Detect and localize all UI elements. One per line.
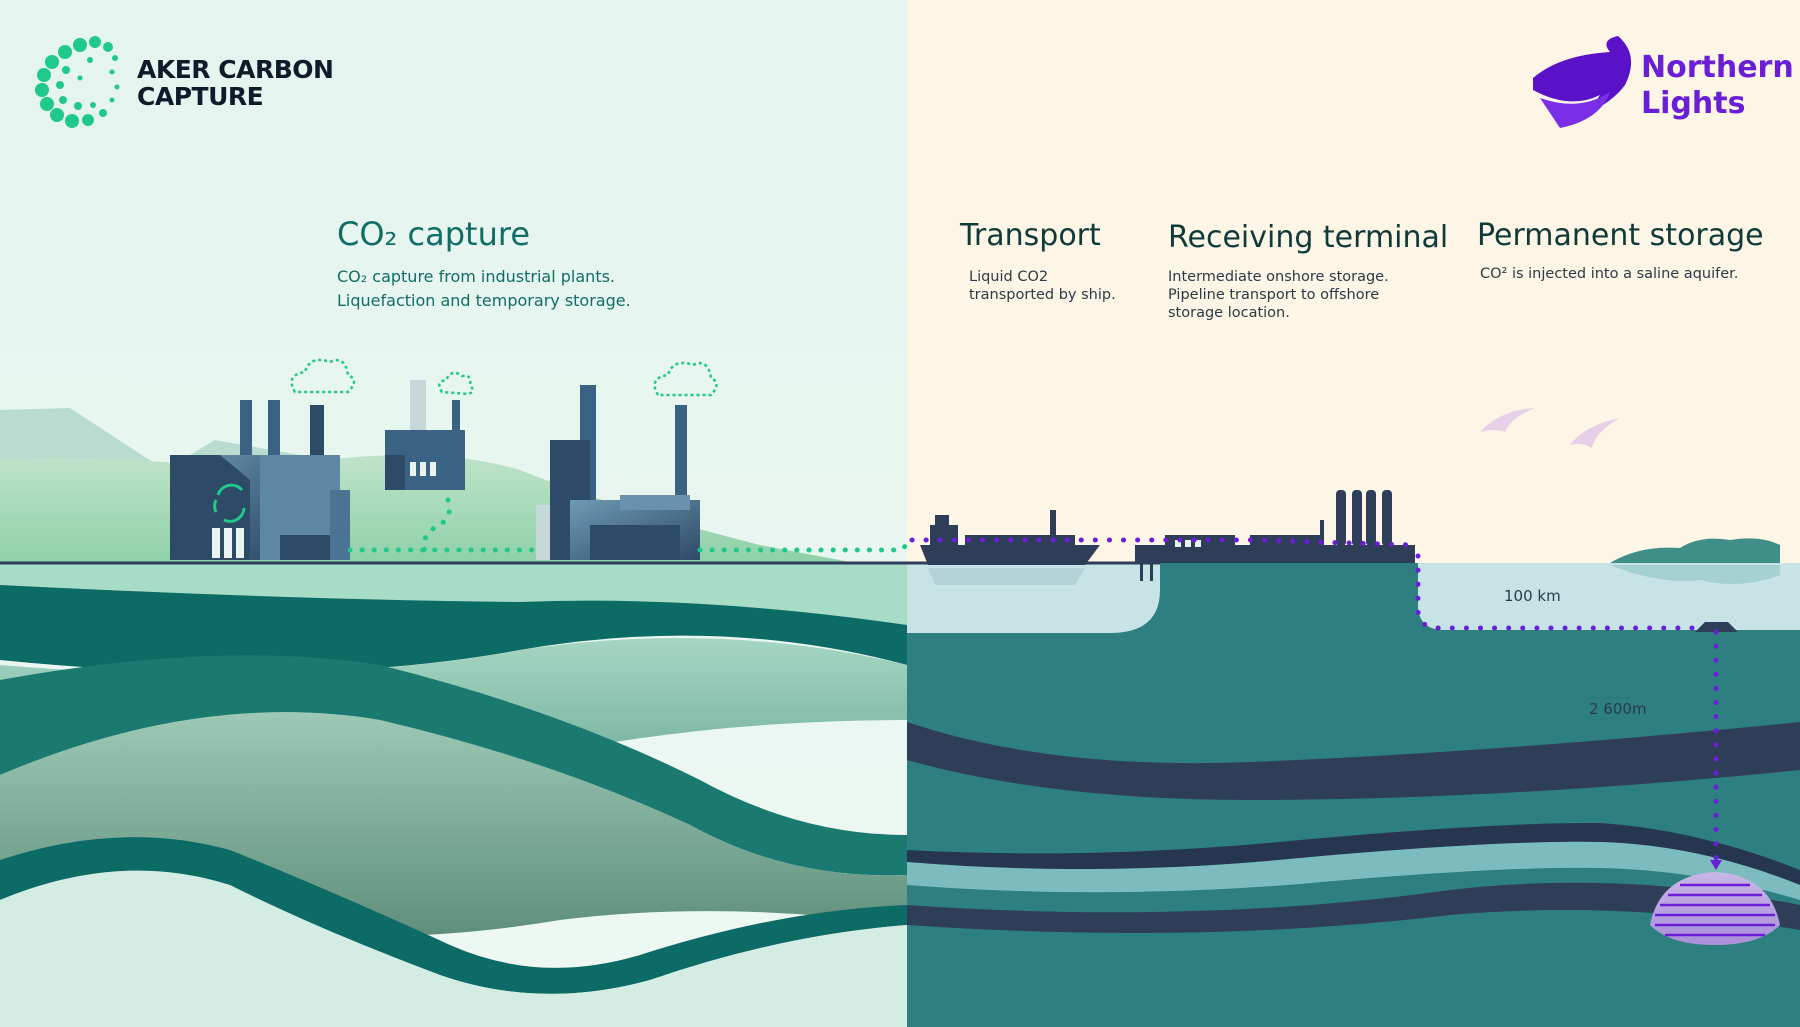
- aker-carbon-capture-logo-text: AKER CARBON CAPTURE: [137, 55, 334, 111]
- navy-layer-1: [907, 722, 1800, 800]
- bottom-soil: [0, 870, 907, 1027]
- northern-lights-logo-text: Northern Lights: [1641, 50, 1794, 121]
- pipeline-distance-label: 100 km: [1504, 587, 1561, 605]
- navy-layer-2: [907, 822, 1800, 885]
- factory-icon-small: [385, 380, 465, 490]
- stage-title-co2-capture: CO₂ capture: [337, 215, 531, 253]
- northern-lights-swoosh-icon: [1533, 36, 1632, 128]
- subsea-template: [1695, 622, 1738, 632]
- light-aquifer-band: [907, 841, 1800, 900]
- stage-title-permanent-storage: Permanent storage: [1477, 218, 1764, 253]
- bird-icon: [1480, 408, 1620, 448]
- stage-desc-co2-capture: CO₂ capture from industrial plants. Liqu…: [337, 267, 631, 310]
- island-reflection: [1610, 565, 1780, 584]
- injection-depth-label: 2 600m: [1589, 700, 1647, 718]
- stage-desc-receiving-terminal: Intermediate onshore storage. Pipeline t…: [1168, 269, 1389, 321]
- reservoir-lines: [1655, 883, 1775, 937]
- cloud-icon: [290, 358, 718, 397]
- dark-teal-band-2: [0, 655, 907, 876]
- stage-desc-permanent-storage: CO² is injected into a saline aquifer.: [1480, 266, 1739, 282]
- factory-icon-right: [536, 385, 700, 560]
- stage-title-transport: Transport: [960, 218, 1101, 253]
- factory-icon: [170, 400, 350, 560]
- storage-reservoir: [1650, 872, 1780, 945]
- terminal-icon: [1135, 490, 1415, 581]
- dark-teal-band-1: [0, 585, 907, 673]
- recycle-icon: [213, 483, 246, 523]
- dark-teal-band-3: [0, 837, 907, 994]
- island-right: [1610, 538, 1780, 563]
- aker-dots-logo-icon: [35, 36, 120, 128]
- stage-title-receiving-terminal: Receiving terminal: [1168, 220, 1449, 255]
- stage-desc-transport: Liquid CO2 transported by ship.: [969, 269, 1116, 303]
- navy-layer-3: [907, 882, 1800, 933]
- transport-route: [909, 537, 1722, 870]
- ship-icon: [920, 510, 1100, 585]
- capture-pipeline: [347, 497, 910, 553]
